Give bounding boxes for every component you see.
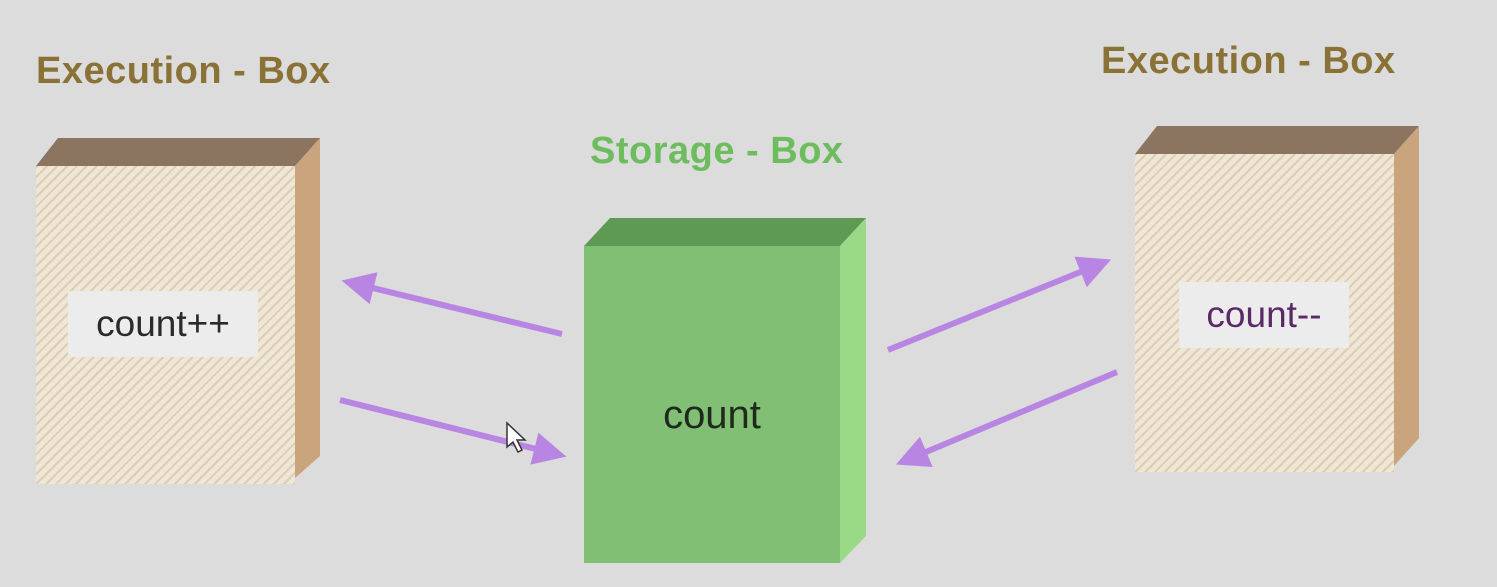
storage-box-title: Storage - Box	[590, 130, 844, 172]
arrow-right-box-to-storage	[895, 369, 1119, 468]
right-execution-box-top	[1135, 126, 1419, 154]
right-execution-box-side	[1394, 126, 1419, 466]
arrow-left-box-to-storage	[339, 397, 567, 465]
right-code-label: count--	[1179, 282, 1349, 348]
storage-box-top	[584, 218, 866, 246]
left-execution-box: count++	[36, 138, 320, 484]
right-execution-box-title: Execution - Box	[1101, 40, 1396, 82]
left-execution-box-top	[36, 138, 320, 166]
right-execution-box: count--	[1135, 126, 1419, 472]
storage-box-side	[840, 218, 866, 563]
storage-box: count	[584, 218, 866, 563]
arrow-storage-to-left-box	[341, 272, 563, 337]
left-code-label: count++	[68, 291, 258, 357]
left-code-text: count++	[96, 303, 230, 344]
arrow-storage-to-right-box	[886, 256, 1112, 353]
storage-variable-label: count	[663, 393, 761, 437]
storage-box-front	[584, 246, 840, 563]
right-code-text: count--	[1206, 294, 1322, 335]
left-execution-box-side	[295, 138, 320, 478]
left-execution-box-title: Execution - Box	[36, 50, 331, 92]
